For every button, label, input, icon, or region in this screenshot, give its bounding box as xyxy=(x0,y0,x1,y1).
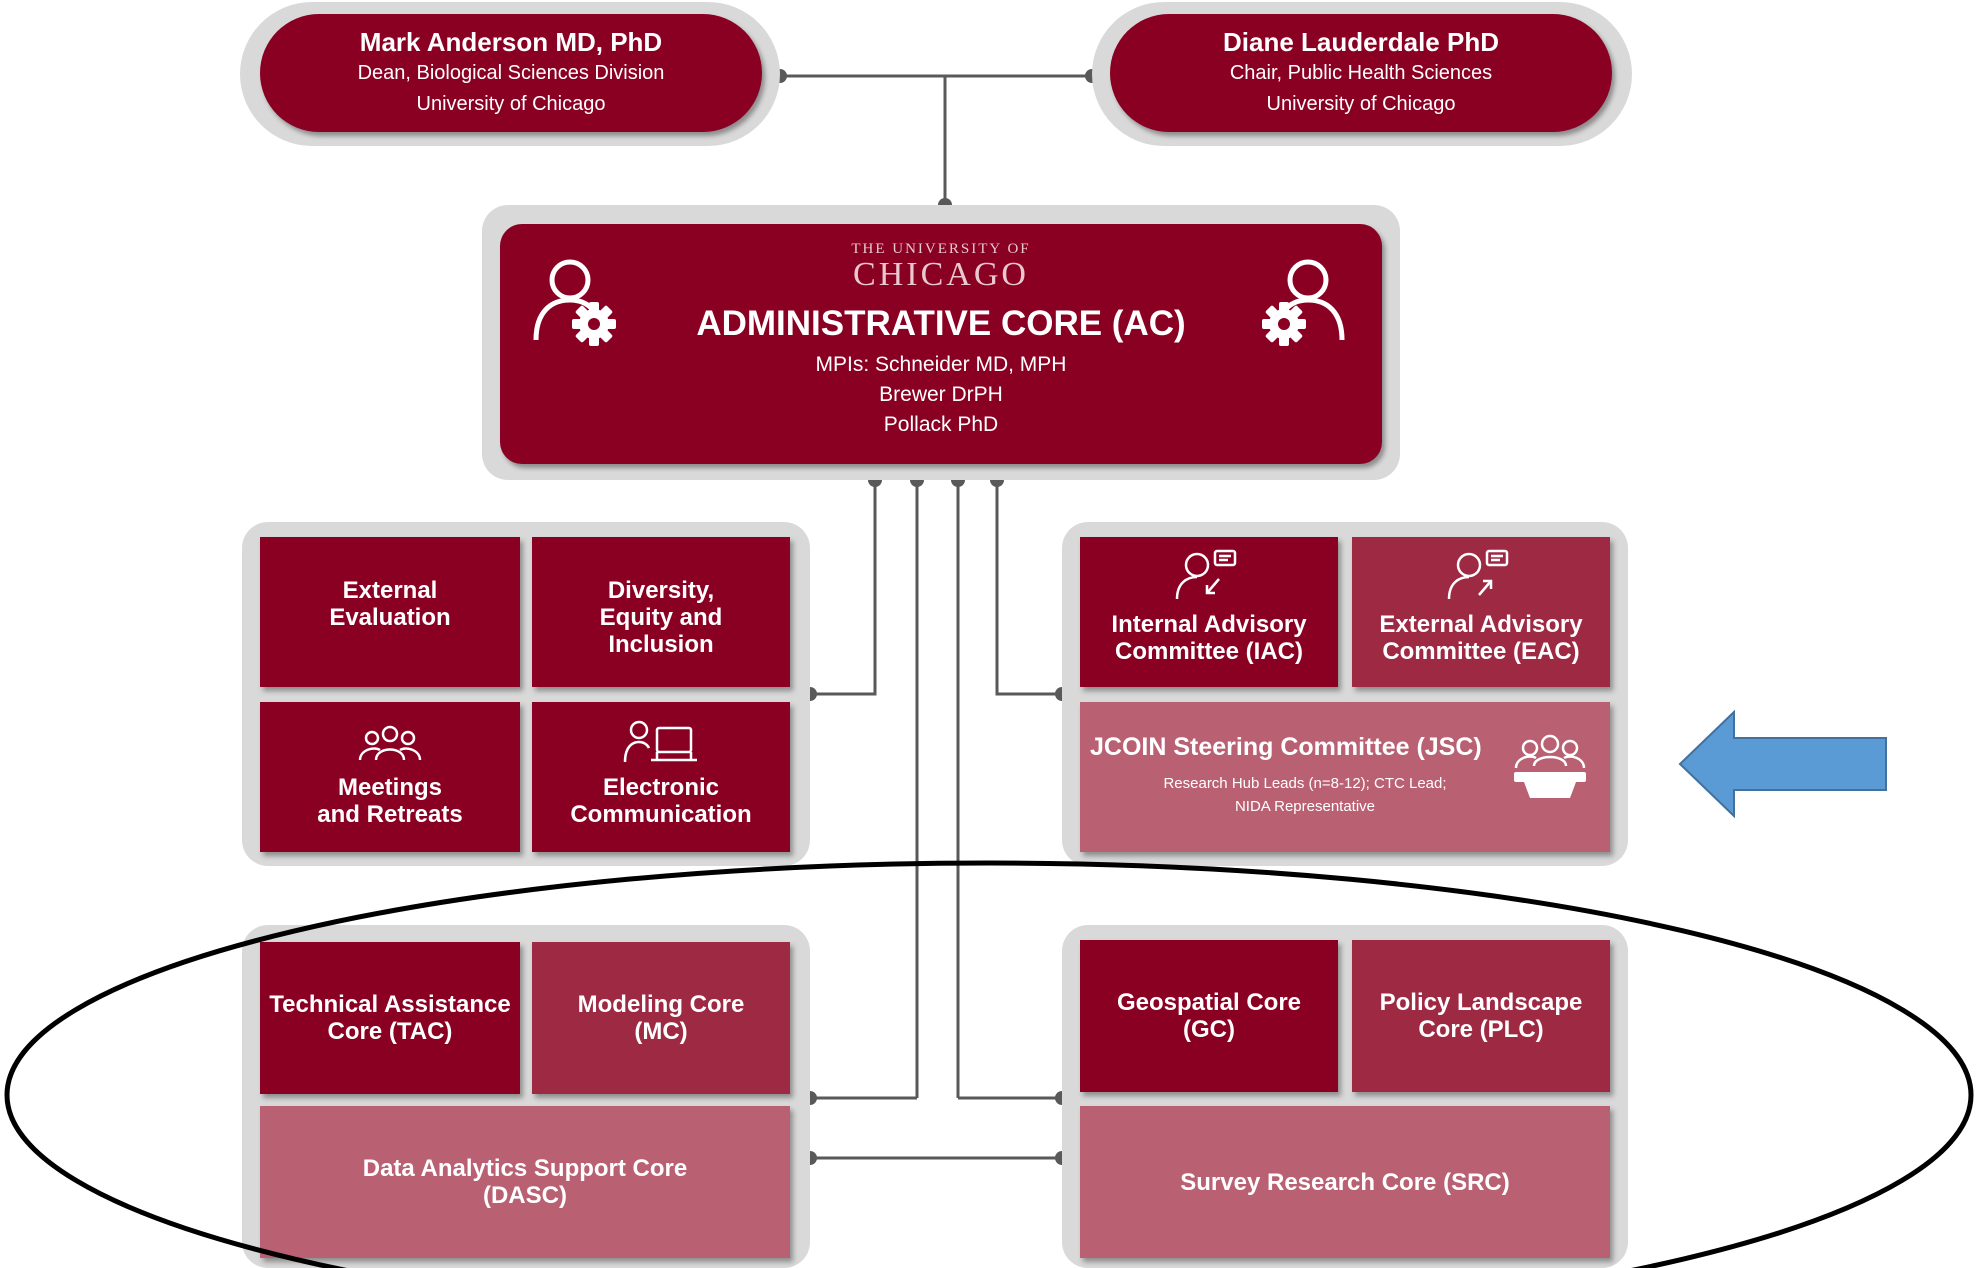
core-label: Policy Landscape Core (PLC) xyxy=(1379,989,1583,1043)
steering-line: Research Hub Leads (n=8-12); CTC Lead; xyxy=(1163,775,1447,792)
leader-name: Diane Lauderdale PhD xyxy=(1223,27,1499,57)
core-label: Technical Assistance Core (TAC) xyxy=(269,991,511,1045)
leader-card-anderson: Mark Anderson MD, PhD Dean, Biological S… xyxy=(260,14,762,132)
mpi-line: Pollack PhD xyxy=(883,413,999,436)
leader-title: Dean, Biological Sciences Division xyxy=(357,62,665,84)
core-tac: Technical Assistance Core (TAC) xyxy=(260,942,520,1094)
core-dasc: Data Analytics Support Core (DASC) xyxy=(260,1106,790,1258)
core-label: Modeling Core (MC) xyxy=(577,991,745,1045)
core-mc: Modeling Core (MC) xyxy=(532,942,790,1094)
logo-small-text: THE UNIVERSITY OF xyxy=(851,241,1031,257)
core-label: Survey Research Core (SRC) xyxy=(1180,1168,1510,1196)
core-plc: Policy Landscape Core (PLC) xyxy=(1352,940,1610,1092)
core-src: Survey Research Core (SRC) xyxy=(1080,1106,1610,1258)
person-chat-out-icon xyxy=(1447,549,1509,600)
committee-label: External Advisory Committee (EAC) xyxy=(1379,611,1583,665)
committee-iac: Internal Advisory Committee (IAC) xyxy=(1080,537,1338,687)
logo-big-text: CHICAGO xyxy=(853,256,1029,293)
committee-eac: External Advisory Committee (EAC) xyxy=(1352,537,1610,687)
mpi-line: Brewer DrPH xyxy=(879,383,1003,406)
leader-title: Chair, Public Health Sciences xyxy=(1229,62,1493,84)
core-label: Data Analytics Support Core (DASC) xyxy=(362,1155,688,1209)
function-electronic-communication: Electronic Communication xyxy=(532,702,790,852)
function-label: Meetings and Retreats xyxy=(317,774,463,828)
person-chat-in-icon xyxy=(1175,549,1237,600)
admin-core-card: THE UNIVERSITY OF CHICAGO ADMINISTRATIVE… xyxy=(500,224,1382,464)
user-gear-icon xyxy=(533,259,616,346)
function-meetings: Meetings and Retreats xyxy=(260,702,520,852)
admin-core-title: ADMINISTRATIVE CORE (AC) xyxy=(696,304,1186,343)
core-label: Geospatial Core (GC) xyxy=(1116,989,1302,1043)
function-external-evaluation: External Evaluation xyxy=(260,537,520,687)
core-gc: Geospatial Core (GC) xyxy=(1080,940,1338,1092)
mpi-line: MPIs: Schneider MD, MPH xyxy=(815,353,1067,376)
leader-name: Mark Anderson MD, PhD xyxy=(359,27,663,57)
function-label: External Evaluation xyxy=(329,577,451,631)
person-laptop-icon xyxy=(623,720,697,763)
user-gear-icon xyxy=(1262,259,1345,346)
committee-label: Internal Advisory Committee (IAC) xyxy=(1111,611,1307,665)
leader-org: University of Chicago xyxy=(1266,93,1456,115)
function-label: Diversity, Equity and Inclusion xyxy=(599,577,723,658)
steering-title: JCOIN Steering Committee (JSC) xyxy=(1090,733,1482,761)
left-arrow-icon xyxy=(1678,709,1887,819)
steering-committee: JCOIN Steering Committee (JSC) Research … xyxy=(1080,702,1610,852)
function-dei: Diversity, Equity and Inclusion xyxy=(532,537,790,687)
leader-org: University of Chicago xyxy=(416,93,606,115)
people-group-icon xyxy=(358,725,422,761)
steering-line: NIDA Representative xyxy=(1234,798,1376,815)
function-label: Electronic Communication xyxy=(570,774,752,828)
leader-card-lauderdale: Diane Lauderdale PhD Chair, Public Healt… xyxy=(1110,14,1612,132)
people-podium-icon xyxy=(1514,734,1586,798)
